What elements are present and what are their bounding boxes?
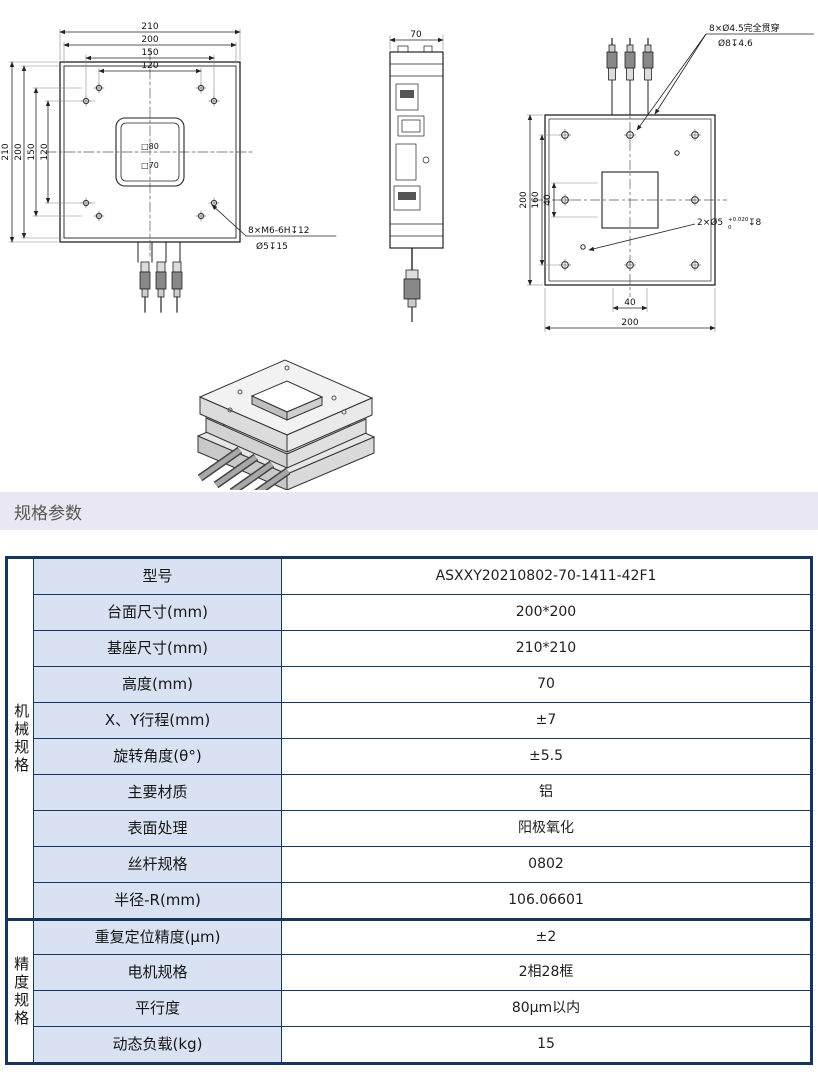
spec-row-label: 型号 bbox=[34, 559, 281, 594]
label-square-70: □70 bbox=[141, 161, 159, 170]
note-pin-depth: ↧8 bbox=[748, 218, 762, 228]
dim-top-210: 210 bbox=[141, 22, 158, 32]
isometric-view bbox=[196, 359, 376, 490]
technical-drawings: 210 200 150 120 210 200 150 120 □80 □70 … bbox=[1, 22, 814, 490]
dim-bottomview-40v: 40 bbox=[543, 194, 553, 206]
spec-row-label: 主要材质 bbox=[34, 775, 281, 810]
spec-row-label: 基座尺寸(mm) bbox=[34, 631, 281, 666]
dim-bottomview-40h: 40 bbox=[624, 298, 636, 308]
spec-row-label: X、Y行程(mm) bbox=[34, 703, 281, 738]
spec-row-value: ±5.5 bbox=[282, 739, 810, 774]
spec-row-value: 106.06601 bbox=[282, 883, 810, 918]
section-title: 规格参数 bbox=[14, 503, 82, 524]
dim-top-120: 120 bbox=[141, 61, 158, 71]
bottom-view-connectors bbox=[606, 38, 654, 115]
spec-group-label: 精度规格 bbox=[12, 955, 31, 1028]
dim-left-200: 200 bbox=[14, 143, 24, 160]
note-counterbore-2: Ø8↧4.6 bbox=[718, 38, 753, 49]
spec-row-label: 丝杆规格 bbox=[34, 847, 281, 882]
spec-row-label: 平行度 bbox=[34, 991, 281, 1026]
spec-row-label: 电机规格 bbox=[34, 955, 281, 990]
dim-left-210: 210 bbox=[1, 143, 11, 160]
spec-group-mechanical: 机械规格 bbox=[8, 559, 33, 918]
spec-row-value: 2相28框 bbox=[282, 955, 810, 990]
note-through-holes: 8×Ø4.5完全贯穿 bbox=[709, 22, 780, 34]
dim-left-120: 120 bbox=[40, 143, 50, 160]
spec-row-label: 动态负载(kg) bbox=[34, 1027, 281, 1062]
label-square-80: □80 bbox=[141, 142, 159, 151]
dim-bottomview-200v: 200 bbox=[519, 191, 529, 208]
dim-top-200: 200 bbox=[141, 35, 158, 45]
dim-side-70: 70 bbox=[410, 30, 422, 40]
dim-bottomview-160v: 160 bbox=[531, 191, 541, 208]
spec-row-value: 铝 bbox=[282, 775, 810, 810]
spec-row-label: 表面处理 bbox=[34, 811, 281, 846]
top-view: 210 200 150 120 210 200 150 120 □80 □70 … bbox=[1, 22, 337, 313]
section-header: 规格参数 bbox=[0, 492, 818, 530]
spec-row-value: 0802 bbox=[282, 847, 810, 882]
dim-left-150: 150 bbox=[27, 143, 37, 160]
spec-row-value: 80μm以内 bbox=[282, 991, 810, 1026]
note-m6-thread: 8×M6-6H↧12 bbox=[248, 226, 310, 236]
note-pin-base: 2×Ø5 bbox=[697, 217, 723, 228]
spec-row-value: 15 bbox=[282, 1027, 810, 1062]
spec-row-value: 70 bbox=[282, 667, 810, 702]
spec-row-value: 200*200 bbox=[282, 595, 810, 630]
side-connector-plug bbox=[403, 269, 421, 322]
spec-group-precision: 精度规格 bbox=[8, 919, 33, 1062]
note-counterbore: Ø5↧15 bbox=[256, 241, 288, 252]
spec-row-label: 旋转角度(θ°) bbox=[34, 739, 281, 774]
side-view: 70 bbox=[389, 30, 444, 322]
iso-connectors bbox=[197, 446, 291, 490]
dim-bottomview-200h: 200 bbox=[621, 318, 638, 328]
spec-row-label: 半径-R(mm) bbox=[34, 883, 281, 918]
spec-row-value: ±7 bbox=[282, 703, 810, 738]
bottom-view: 200 160 40 40 200 bbox=[519, 22, 814, 332]
note-pin-tolerance-sub: 0 bbox=[728, 225, 732, 231]
spec-row-value: 210*210 bbox=[282, 631, 810, 666]
connector-plugs bbox=[139, 261, 183, 313]
spec-row-label: 台面尺寸(mm) bbox=[34, 595, 281, 630]
spec-row-label: 重复定位精度(μm) bbox=[34, 919, 281, 954]
spec-row-value: ±2 bbox=[282, 919, 810, 954]
spec-row-value: ASXXY20210802-70-1411-42F1 bbox=[282, 559, 810, 594]
dim-top-150: 150 bbox=[141, 48, 158, 58]
note-pin-tolerance-sup: +0.020 bbox=[728, 217, 749, 223]
spec-row-label: 高度(mm) bbox=[34, 667, 281, 702]
spec-group-label: 机械规格 bbox=[12, 702, 31, 775]
spec-row-value: 阳极氧化 bbox=[282, 811, 810, 846]
spec-table: 机械规格 型号 ASXXY20210802-70-1411-42F1 台面尺寸(… bbox=[5, 556, 813, 1065]
